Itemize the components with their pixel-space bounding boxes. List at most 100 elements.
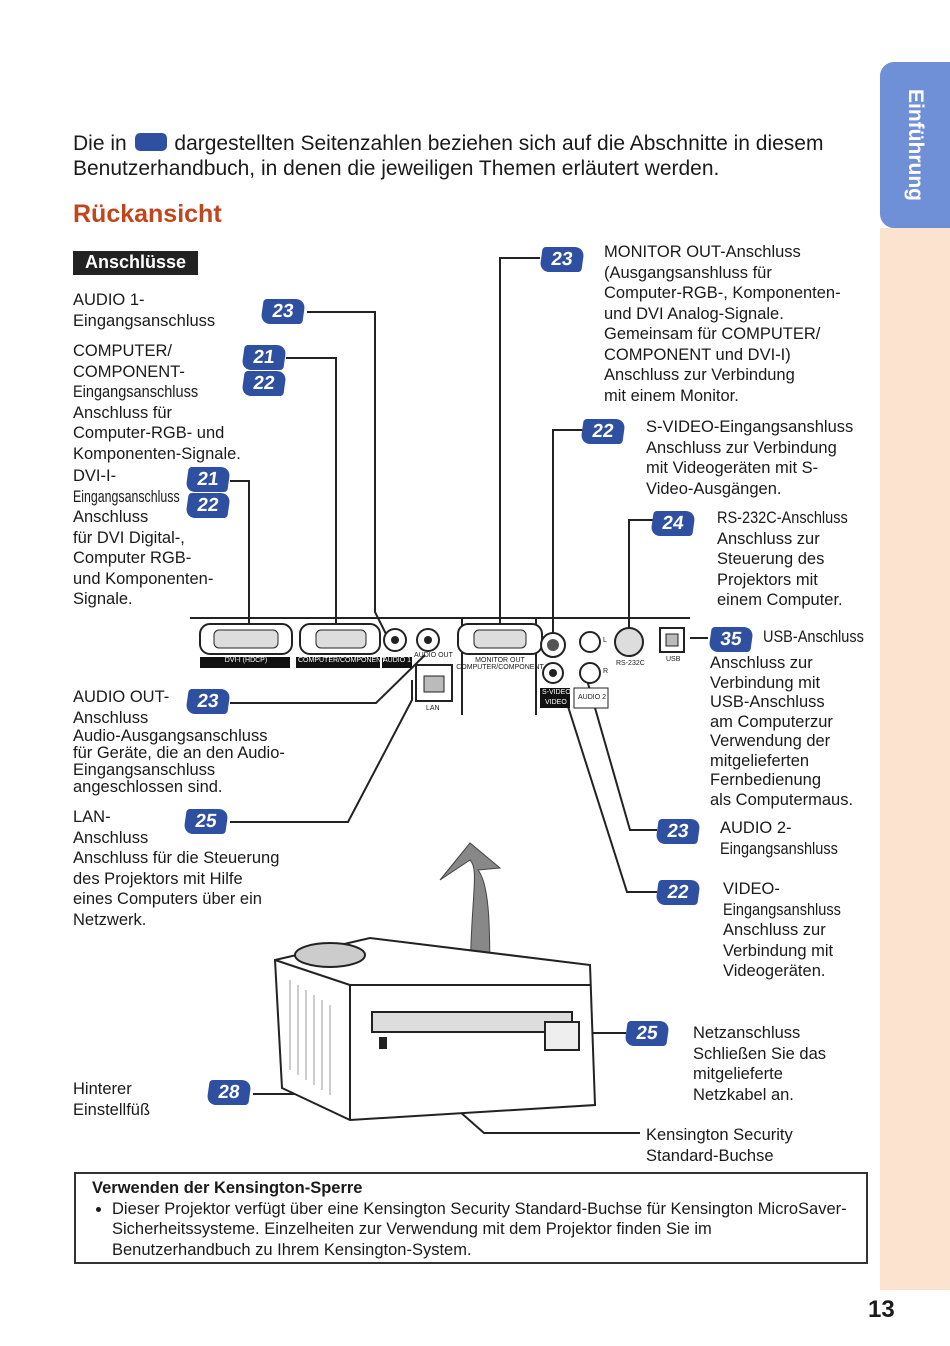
label-video-e: Videogeräten.: [723, 962, 826, 980]
label-svideo: S-VIDEO-Eingangsanshluss Anschluss zur V…: [646, 417, 853, 499]
line-svideo: [552, 429, 584, 640]
label-computer-title-b: COMPONENT-: [73, 362, 185, 381]
intro-after: dargestellten Seitenzahlen beziehen sich…: [73, 132, 824, 180]
label-audioout-title: AUDIO OUT-: [73, 688, 170, 706]
badge-power: 25: [624, 1021, 670, 1046]
panel-label-usb: USB: [666, 656, 681, 663]
label-rs232-title: RS-232C-Anschluss: [717, 509, 848, 527]
badge-svideo: 22: [580, 419, 626, 444]
panel-label-computer: COMPUTER/COMPONENT: [298, 657, 386, 664]
panel-label-monitor-a: MONITOR OUT: [475, 657, 525, 664]
line-computer: [286, 357, 337, 632]
label-power-d: Netzkabel an.: [693, 1085, 794, 1104]
lan-port-icon: [415, 664, 453, 702]
page-ref-chip-icon: [134, 133, 167, 152]
label-usb-d: USB-Anschluss: [710, 693, 825, 711]
label-rs232-e: einem Computer.: [717, 591, 843, 609]
label-usb-h: Fernbedienung: [710, 771, 822, 789]
label-usb-f: Verwendung der: [710, 732, 831, 750]
label-monitor-c: Computer-RGB-, Komponenten-: [604, 284, 841, 302]
dvi-port-icon: [199, 623, 293, 668]
monitor-port-icon: [457, 623, 543, 655]
label-dvi-desc-2: für DVI Digital-,: [73, 528, 185, 547]
label-lan-desc-1: Anschluss für die Steuerung: [73, 849, 280, 867]
label-dvi-title: DVI-I-: [73, 467, 117, 485]
intro-text: Die in dargestellten Seitenzahlen bezieh…: [73, 131, 883, 181]
label-dvi-desc-5: Signale.: [73, 590, 133, 608]
badge-video: 22: [655, 880, 701, 905]
label-usb-title: USB-Anschluss: [763, 628, 864, 646]
label-kensington-b: Standard-Buchse: [646, 1146, 774, 1165]
label-usb-e: am Computerzur: [710, 712, 833, 731]
label-audio1: AUDIO 1- Eingangsanschluss: [73, 290, 215, 331]
label-monitor-g: Anschluss zur Verbindung: [604, 366, 795, 384]
label-usb-title-wrap: USB-Anschluss: [763, 627, 878, 648]
label-rs232: RS-232C-Anschluss Anschluss zur Steuerun…: [717, 508, 866, 611]
label-power-c: mitgelieferte: [693, 1065, 783, 1083]
label-kensington-a: Kensington Security: [646, 1126, 793, 1144]
label-usb: Anschluss zur Verbindung mit USB-Anschlu…: [710, 654, 853, 810]
badge-audio2: 23: [655, 819, 701, 844]
audio1-port-icon: [382, 628, 412, 668]
label-audioout-desc-4: angeschlossen sind.: [73, 778, 223, 796]
label-monitor-d: und DVI Analog-Signale.: [604, 304, 784, 323]
label-audioout-desc-3: Eingangsanschluss: [73, 761, 216, 779]
panel-label-r: R: [603, 668, 609, 675]
label-audioout-desc-1: Audio-Ausgangsanschluss: [73, 727, 268, 745]
label-lan-desc-4: Netzwerk.: [73, 910, 147, 929]
label-video-c: Anschluss zur: [723, 921, 826, 939]
label-dvi-desc-3: Computer RGB-: [73, 549, 192, 567]
label-audio2-type: Eingangsanshluss: [720, 839, 838, 858]
kensington-note: Verwenden der Kensington-Sperre Dieser P…: [74, 1172, 868, 1264]
label-computer-title-a: COMPUTER/: [73, 342, 172, 360]
projector-illustration: [273, 936, 597, 1122]
label-computer: COMPUTER/ COMPONENT- Eingangsanschluss A…: [73, 341, 241, 464]
panel-label-rs232: RS-232C: [616, 660, 645, 667]
label-audioout-subtitle: Anschluss: [73, 708, 149, 727]
label-audio2: AUDIO 2- Eingangsanshluss: [720, 818, 854, 859]
label-rs232-d: Projektors mit: [717, 570, 818, 589]
computer-port-icon: [296, 623, 381, 668]
badge-audio1: 23: [260, 299, 306, 324]
line-video: [564, 696, 657, 893]
label-audioout: AUDIO OUT- Anschluss Audio-Ausgangsansch…: [73, 687, 285, 796]
badge-computer-2: 22: [241, 371, 287, 396]
label-foot: Hinterer Einstellfüß: [73, 1079, 150, 1120]
label-monitor-e: Gemeinsam für COMPUTER/: [604, 325, 821, 343]
line-monitor: [499, 257, 540, 632]
label-lan-desc-2: des Projektors mit Hilfe: [73, 869, 243, 888]
label-kensington: Kensington Security Standard-Buchse: [646, 1125, 793, 1166]
note-list: Dieser Projektor verfügt über eine Kensi…: [92, 1199, 850, 1261]
label-power: Netzanschluss Schließen Sie das mitgelie…: [693, 1023, 826, 1105]
usb-port-icon: [659, 627, 685, 653]
label-video-type: Eingangsanshluss: [723, 900, 841, 919]
label-foot-b: Einstellfüß: [73, 1100, 151, 1119]
line-audio2: [586, 679, 657, 831]
label-monitor-f: COMPONENT und DVI-I): [604, 345, 791, 364]
section-tab: Einführung: [880, 62, 950, 228]
label-rs232-c: Steuerung des: [717, 550, 825, 568]
label-audio1-title: AUDIO 1-: [73, 291, 145, 309]
label-svideo-d: Video-Ausgängen.: [646, 479, 782, 498]
label-video-title: VIDEO-: [723, 880, 780, 898]
label-usb-i: als Computermaus.: [710, 790, 854, 809]
label-usb-b: Anschluss zur: [710, 654, 813, 672]
line-audio1: [307, 311, 387, 635]
label-lan-desc-3: eines Computers über ein: [73, 890, 262, 908]
panel-label-svideo: S-VIDEO: [542, 689, 571, 696]
label-computer-desc-2: Computer-RGB- und: [73, 424, 225, 442]
panel-label-video: VIDEO: [545, 699, 567, 706]
note-title: Verwenden der Kensington-Sperre: [92, 1179, 363, 1197]
label-rs232-b: Anschluss zur: [717, 529, 820, 548]
label-lan-title: LAN-: [73, 808, 111, 826]
audio2-port-icon: [573, 631, 609, 709]
label-lan-subtitle: Anschluss: [73, 828, 149, 847]
label-computer-type: Eingangsanschluss: [73, 383, 199, 401]
label-dvi-desc-4: und Komponenten-: [73, 569, 214, 588]
panel-label-l: L: [603, 637, 607, 644]
label-usb-g: mitgelieferten: [710, 751, 810, 770]
label-audio2-title: AUDIO 2-: [720, 819, 792, 837]
label-monitor-b: (Ausgangsanshluss für: [604, 263, 772, 282]
badge-computer-1: 21: [241, 345, 287, 370]
